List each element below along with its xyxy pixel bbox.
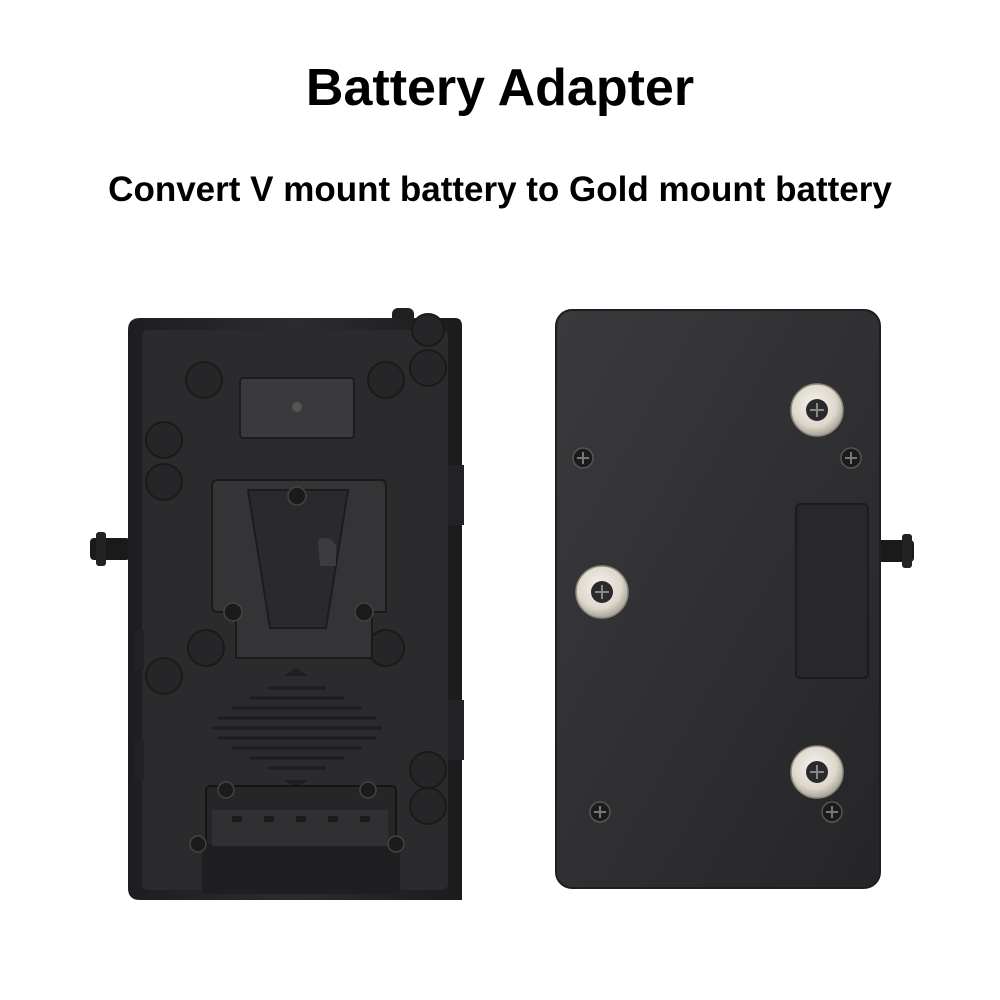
mount-stud	[790, 745, 844, 799]
page-title: Battery Adapter	[305, 59, 695, 117]
page-subtitle: Convert V mount battery to Gold mount ba…	[108, 170, 892, 209]
product-photo	[90, 308, 914, 900]
v-mount-plate	[90, 308, 464, 900]
mount-stud	[790, 383, 844, 437]
gold-mount-plate	[555, 309, 914, 889]
mount-stud	[575, 565, 629, 619]
